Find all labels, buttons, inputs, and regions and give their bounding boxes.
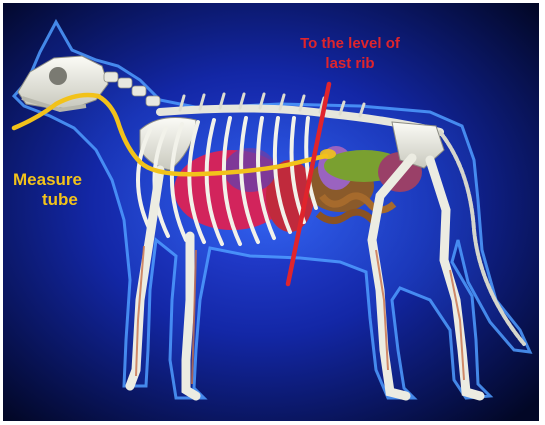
measure-label: Measure [13, 170, 82, 190]
tube-tip-marker [320, 149, 336, 159]
tube-label: tube [42, 190, 78, 210]
rib-level-label: To the level of [280, 34, 420, 54]
last-rib-label: last rib [280, 54, 420, 74]
